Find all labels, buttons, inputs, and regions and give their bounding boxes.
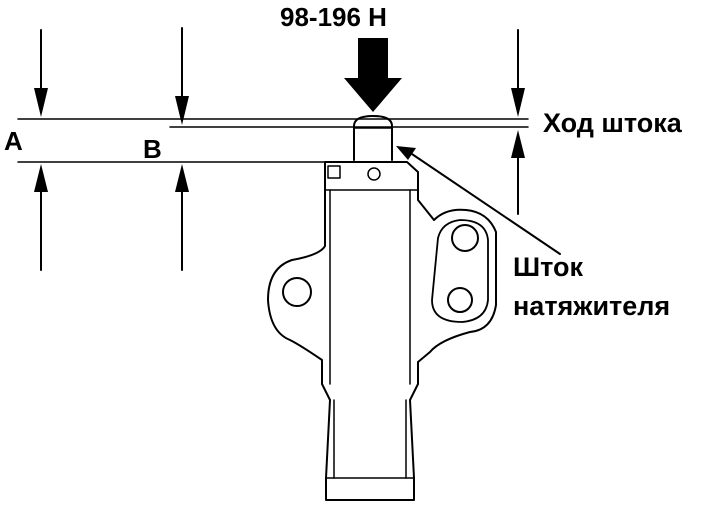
dimension-b-label: B [143, 134, 162, 164]
right-ear-hole-lower [447, 287, 473, 313]
tensioner-rod-label-line1: Шток [513, 252, 584, 282]
rod-stroke-arrows [511, 29, 525, 215]
tensioner-rod [353, 115, 393, 161]
rod-stroke-label: Ход штока [543, 108, 682, 138]
tensioner-body-outline [267, 161, 497, 501]
force-label: 98-196 Н [280, 2, 387, 32]
right-ear-slot [431, 219, 489, 323]
dimension-b-arrows [175, 27, 189, 271]
right-ear-hole-upper [451, 224, 479, 252]
tensioner-rod-label-line2: натяжителя [513, 291, 671, 321]
body-top-hole [367, 167, 381, 181]
rod-leader-line [396, 146, 561, 255]
dimension-a-arrows [34, 29, 48, 271]
body-top-square [327, 165, 341, 179]
left-ear-hole [282, 277, 312, 307]
dimension-a-label: A [4, 126, 23, 156]
force-arrow [344, 38, 402, 112]
